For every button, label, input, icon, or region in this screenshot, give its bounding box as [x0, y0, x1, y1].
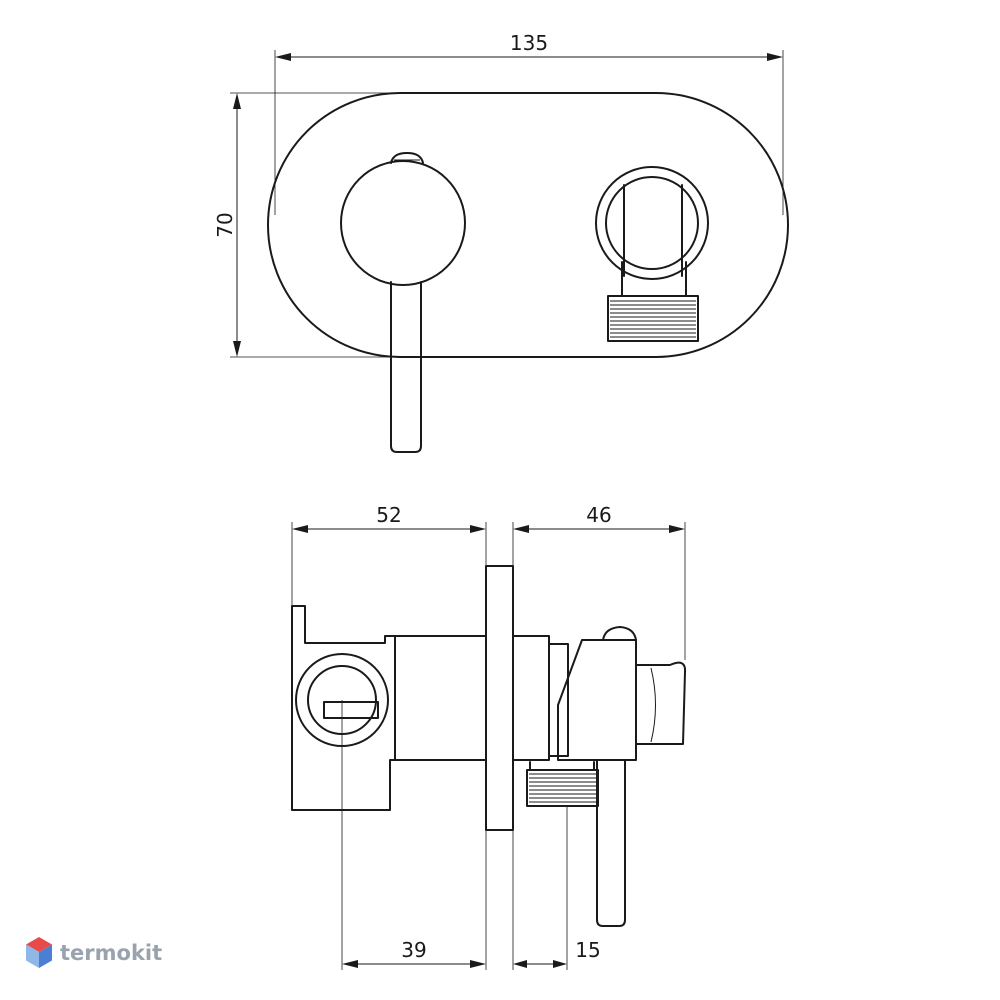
side-lever-handle	[596, 759, 626, 927]
dimension-15: 15	[512, 806, 601, 970]
thread-fitting	[607, 295, 699, 342]
side-view: 52 46 39 15	[291, 503, 687, 970]
hose-connector	[595, 166, 709, 342]
mixer-body	[512, 626, 687, 761]
brand-watermark: termokit	[24, 936, 162, 970]
brand-name: termokit	[60, 941, 163, 965]
dimension-39: 39	[341, 700, 487, 970]
cartridge-body	[394, 635, 487, 761]
dimension-52: 52	[291, 503, 487, 606]
dimension-label-side-right: 46	[586, 503, 611, 527]
knob-cap	[390, 152, 424, 164]
mounting-bracket	[291, 605, 396, 811]
dimension-label-bottom-right: 15	[575, 938, 600, 962]
dimension-135: 135	[274, 31, 784, 215]
lever-handle	[390, 281, 422, 453]
wall-plate	[485, 565, 514, 831]
dimension-label-bottom-left: 39	[401, 938, 426, 962]
front-view: 135 70	[213, 31, 789, 453]
outlet-thread	[526, 761, 599, 807]
thread-lines	[610, 300, 696, 338]
dimension-70: 70	[213, 92, 400, 358]
dimension-label-top-height: 70	[213, 212, 237, 237]
cube-logo-icon	[26, 937, 52, 968]
dimension-46: 46	[512, 503, 686, 660]
faceplate-outline	[267, 92, 789, 358]
dimension-label-side-left: 52	[376, 503, 401, 527]
lever-knob	[340, 160, 466, 286]
dimension-label-top-width: 135	[510, 31, 548, 55]
